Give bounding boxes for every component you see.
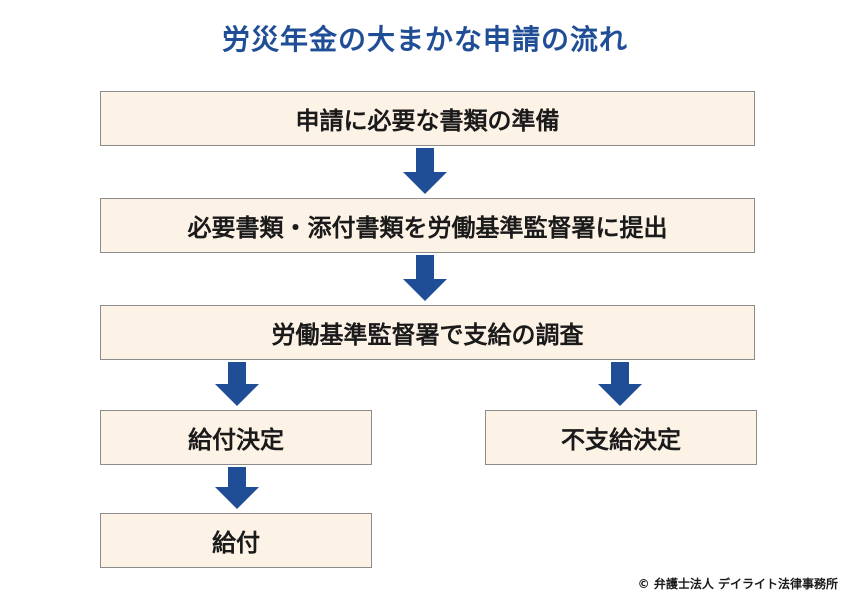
step-benefit-rejected-label: 不支給決定 bbox=[561, 426, 681, 454]
step-submit-documents: 必要書類・添付書類を労働基準監督署に提出 bbox=[100, 198, 755, 253]
step-investigation: 労働基準監督署で支給の調査 bbox=[100, 305, 755, 360]
diagram-title: 労災年金の大まかな申請の流れ bbox=[221, 23, 628, 56]
arrow-down-icon bbox=[403, 148, 447, 194]
step-submit-documents-label: 必要書類・添付書類を労働基準監督署に提出 bbox=[187, 214, 668, 242]
step-benefit-rejected: 不支給決定 bbox=[485, 410, 757, 465]
arrow-down-icon bbox=[403, 255, 447, 301]
step-benefit-approved-label: 給付決定 bbox=[188, 426, 284, 454]
step-prepare-documents: 申請に必要な書類の準備 bbox=[100, 91, 755, 146]
arrow-down-icon bbox=[215, 467, 259, 509]
step-benefit-payment: 給付 bbox=[100, 513, 372, 568]
step-benefit-approved: 給付決定 bbox=[100, 410, 372, 465]
step-benefit-payment-label: 給付 bbox=[212, 529, 260, 557]
step-prepare-documents-label: 申請に必要な書類の準備 bbox=[295, 107, 560, 135]
arrow-down-icon bbox=[598, 362, 642, 406]
arrow-down-icon bbox=[215, 362, 259, 406]
step-investigation-label: 労働基準監督署で支給の調査 bbox=[271, 321, 584, 349]
copyright-notice: © 弁護士法人 デイライト法律事務所 bbox=[637, 577, 838, 591]
